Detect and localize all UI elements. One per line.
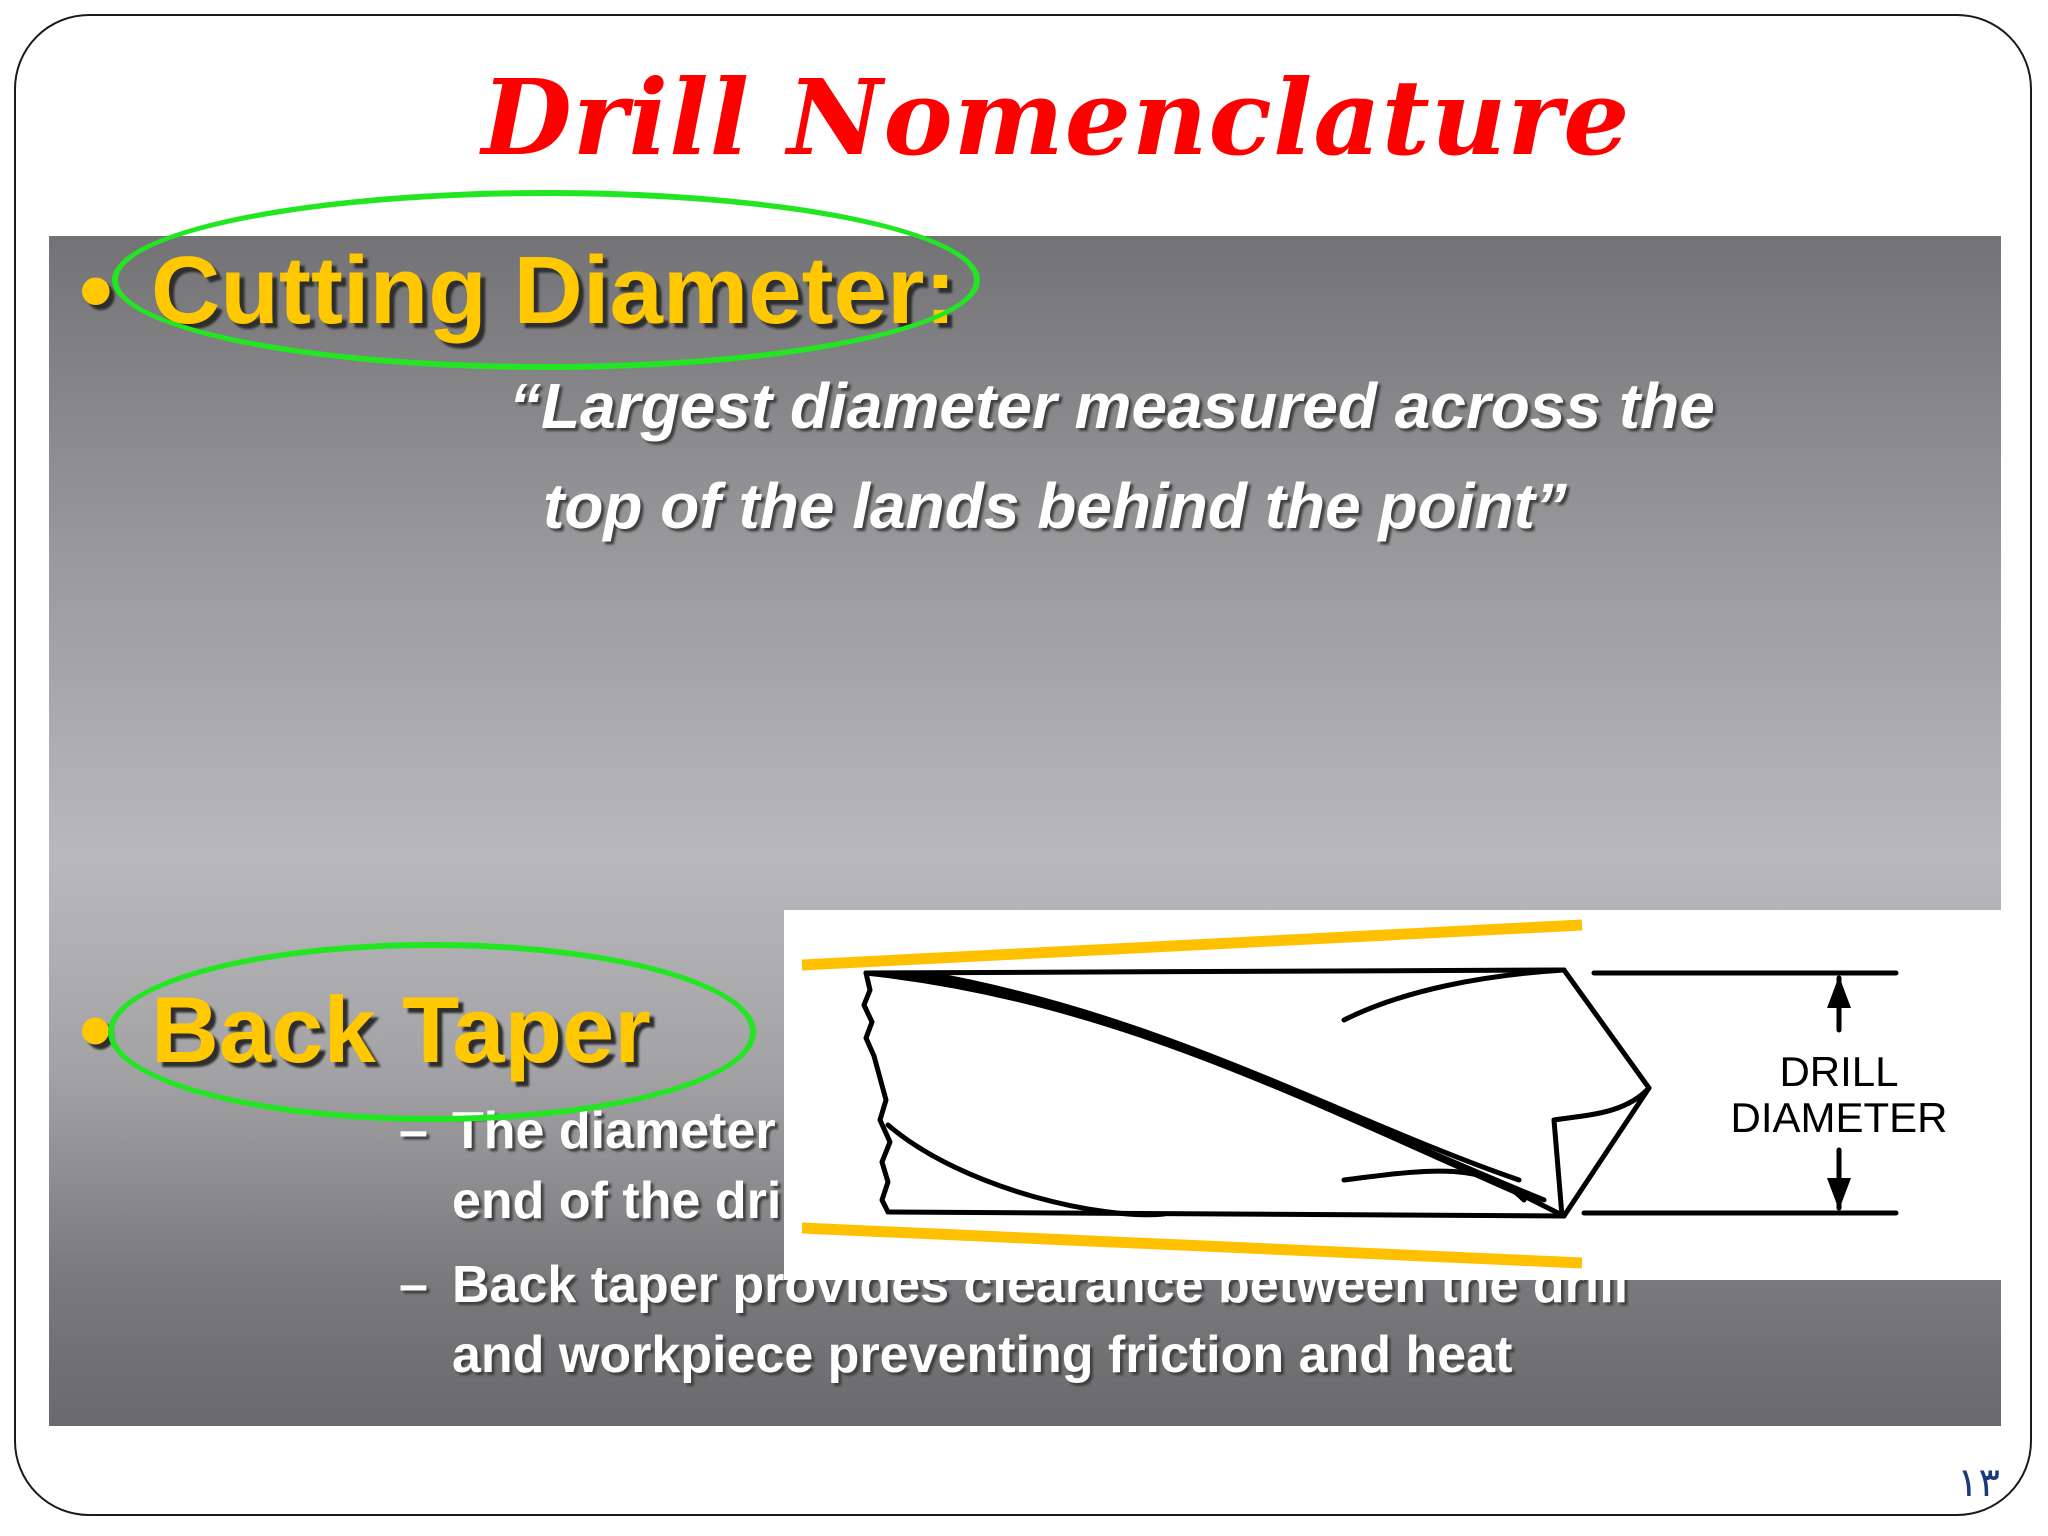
flute-edge-1 xyxy=(863,970,1567,1219)
arrow-up-icon xyxy=(1827,976,1851,1008)
diagram-label-line-2: DIAMETER xyxy=(1730,1094,1947,1141)
subpoint-line-2: and workpiece preventing friction and he… xyxy=(452,1326,1513,1384)
diagram-label-line-1: DRILL xyxy=(1779,1048,1898,1095)
bullet-cutting-diameter: • Cutting Diameter: xyxy=(79,236,956,346)
point-lip xyxy=(1551,1085,1652,1219)
bottom-edge xyxy=(885,1209,1567,1219)
content-panel: • Cutting Diameter: “Largest diameter mea… xyxy=(49,236,2001,1426)
drill-diagram-svg: DRILL DIAMETER xyxy=(801,919,1948,1269)
upper-land-curve xyxy=(1341,967,1567,1023)
bullet-back-taper: • Back Taper xyxy=(79,976,651,1084)
drill-body xyxy=(861,967,1899,1219)
slide-title: Drill Nomenclature xyxy=(481,56,1631,179)
drill-diagram: DRILL DIAMETER xyxy=(784,910,2001,1280)
arrow-down-icon xyxy=(1827,1178,1851,1210)
lower-land-curve xyxy=(885,1122,1167,1218)
definition-line-2: top of the lands behind the point” xyxy=(543,470,1567,542)
top-edge xyxy=(863,967,1567,976)
bullet-heading: Cutting Diameter: xyxy=(151,237,957,344)
cutting-diameter-definition: “Largest diameter measured across the to… xyxy=(509,356,1959,556)
bullet-heading: Back Taper xyxy=(151,977,651,1082)
definition-line-1: “Largest diameter measured across the xyxy=(509,370,1715,442)
drill-point xyxy=(1561,967,1652,1219)
flute-edge-2 xyxy=(901,970,1547,1203)
bullet-marker: • xyxy=(79,977,112,1082)
flute-edge-3 xyxy=(921,970,1522,1183)
taper-line-top xyxy=(801,919,1583,971)
subpoint-dash: – xyxy=(399,1102,428,1160)
bullet-marker: • xyxy=(79,237,113,344)
page-number: ١٣ xyxy=(1957,1460,2000,1506)
mid-land-curve xyxy=(1341,1168,1527,1203)
subpoint-dash: – xyxy=(399,1256,428,1314)
broken-end xyxy=(861,970,893,1215)
taper-line-bottom xyxy=(801,1222,1583,1269)
